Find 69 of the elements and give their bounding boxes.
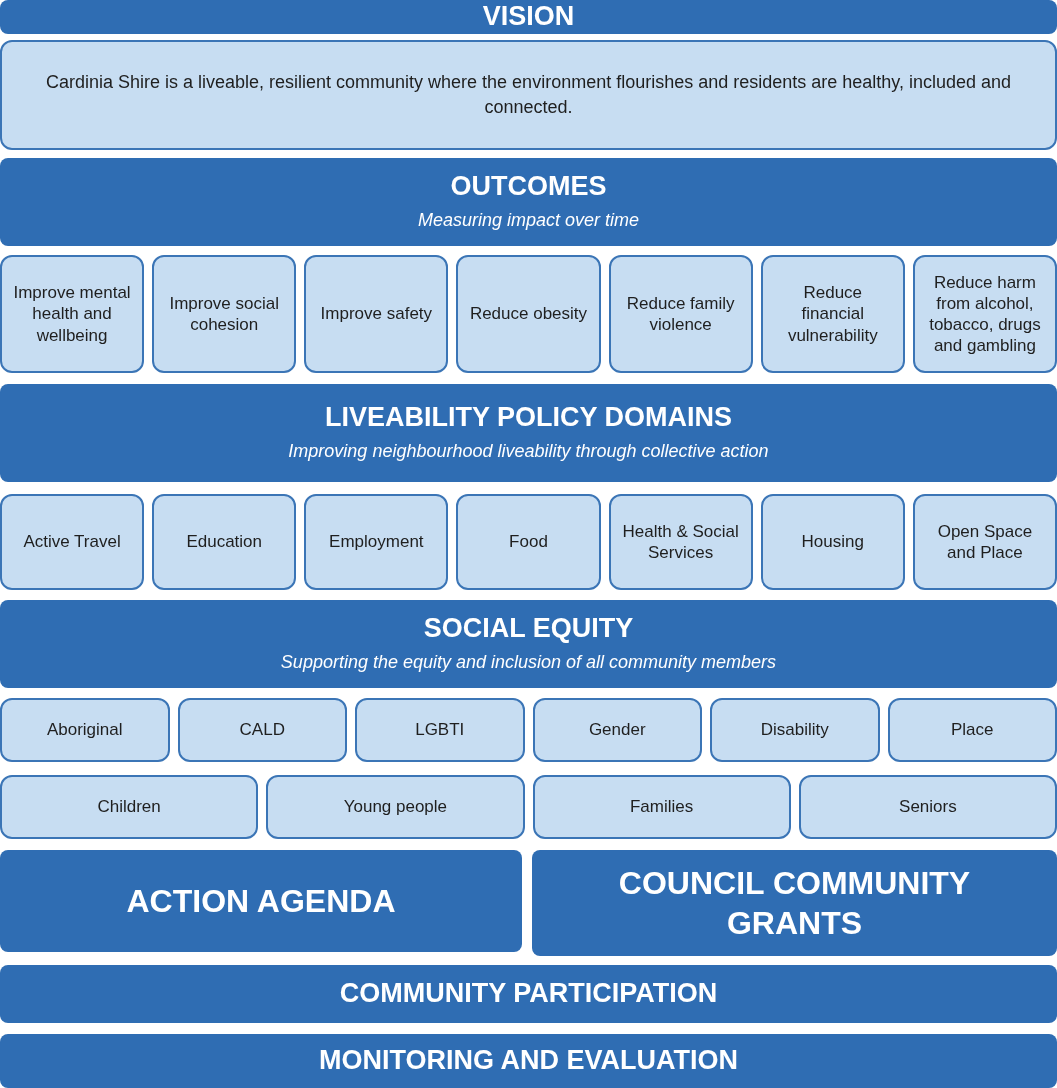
box-text: Gender bbox=[588, 719, 646, 741]
box-text: Improve safety bbox=[320, 303, 433, 325]
category-box bbox=[456, 494, 601, 590]
box-text: CALD bbox=[239, 719, 285, 741]
category-box bbox=[887, 698, 1057, 762]
category-box bbox=[532, 775, 791, 839]
category-box bbox=[0, 494, 145, 590]
box-text: Open Space and Place bbox=[936, 520, 1034, 564]
box-text: Reduce harm from alcohol, tobacco, drugs and gambling bbox=[928, 271, 1042, 357]
box-text: LGBTI bbox=[415, 719, 465, 741]
header-band bbox=[0, 384, 1057, 482]
band-subtitle: Supporting the equity and inclusion of all community members bbox=[280, 651, 777, 675]
box-text: Improve mental health and wellbeing bbox=[12, 282, 132, 346]
box-text: Reduce obesity bbox=[469, 303, 588, 325]
box-text: Food bbox=[509, 531, 548, 553]
category-box bbox=[532, 698, 702, 762]
category-box bbox=[710, 698, 880, 762]
header-band bbox=[0, 0, 1057, 34]
category-box bbox=[152, 494, 297, 590]
box-text: Children bbox=[97, 796, 161, 818]
band-heading: ACTION AGENDA bbox=[125, 882, 397, 921]
band-heading: SOCIAL EQUITY bbox=[423, 611, 634, 645]
category-box bbox=[152, 255, 297, 373]
category-box bbox=[760, 494, 905, 590]
box-text: Active Travel bbox=[23, 531, 121, 553]
box-text: Employment bbox=[329, 531, 424, 553]
category-box bbox=[912, 255, 1057, 373]
header-band bbox=[0, 600, 1057, 688]
header-band bbox=[0, 158, 1057, 246]
band-subtitle: Improving neighbourhood liveability through collective action bbox=[288, 440, 769, 464]
category-box bbox=[798, 775, 1057, 839]
band-heading: VISION bbox=[482, 0, 575, 34]
band-heading: OUTCOMES bbox=[450, 169, 607, 203]
box-text: Education bbox=[186, 531, 262, 553]
box-text: Reduce family violence bbox=[625, 292, 736, 336]
box-text: Aboriginal bbox=[46, 719, 123, 741]
box-text: Young people bbox=[343, 796, 448, 818]
header-band bbox=[0, 850, 522, 952]
box-text: Health & Social Services bbox=[621, 520, 740, 564]
box-text: Housing bbox=[801, 531, 864, 553]
band-heading: LIVEABILITY POLICY DOMAINS bbox=[324, 400, 732, 434]
category-box bbox=[760, 255, 905, 373]
category-box bbox=[304, 494, 449, 590]
band-heading: COMMUNITY PARTICIPATION bbox=[339, 977, 718, 1011]
header-band bbox=[532, 850, 1057, 956]
band-heading: MONITORING AND EVALUATION bbox=[319, 1044, 738, 1078]
category-box bbox=[608, 494, 753, 590]
box-text: Reduce financial vulnerability bbox=[786, 282, 879, 346]
box-text: Place bbox=[951, 719, 994, 741]
category-box bbox=[608, 255, 753, 373]
category-box bbox=[0, 255, 145, 373]
category-box bbox=[0, 40, 1057, 150]
band-heading: COUNCIL COMMUNITY GRANTS bbox=[617, 864, 972, 943]
category-box bbox=[0, 775, 259, 839]
category-box bbox=[355, 698, 525, 762]
category-box bbox=[304, 255, 449, 373]
category-box bbox=[177, 698, 347, 762]
category-box bbox=[912, 494, 1057, 590]
box-text: Improve social cohesion bbox=[168, 292, 280, 336]
header-band bbox=[0, 1034, 1057, 1088]
box-text: Families bbox=[629, 796, 694, 818]
box-text: Seniors bbox=[899, 796, 957, 818]
box-text: Disability bbox=[760, 719, 829, 741]
category-box bbox=[0, 698, 170, 762]
band-subtitle: Measuring impact over time bbox=[417, 209, 640, 233]
header-band bbox=[0, 965, 1057, 1023]
category-box bbox=[456, 255, 601, 373]
box-text: Cardinia Shire is a liveable, resilient community where the environment flourishes and residents are healthy, included and connected. bbox=[44, 71, 1013, 119]
category-box bbox=[266, 775, 525, 839]
